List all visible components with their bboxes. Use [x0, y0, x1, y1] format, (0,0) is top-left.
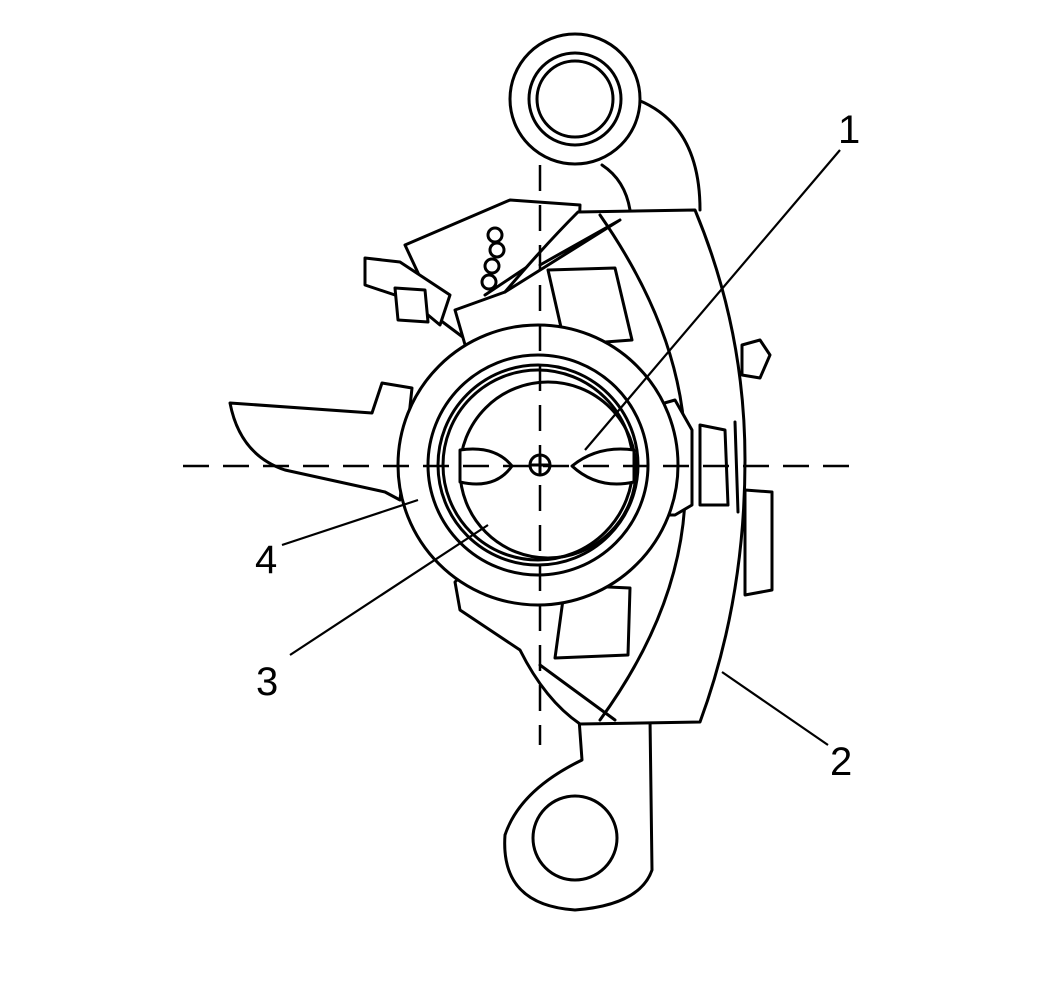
- caliper-bracket-arm: [228, 381, 414, 502]
- upper-mounting-ear: [508, 32, 702, 212]
- leader-lines: [281, 149, 841, 746]
- callout-2: 2: [830, 740, 852, 784]
- lower-mounting-ear: [503, 703, 654, 912]
- centerlines: [183, 165, 855, 745]
- callout-4: 4: [255, 538, 277, 582]
- callout-1: 1: [838, 108, 860, 152]
- callout-3: 3: [256, 660, 278, 704]
